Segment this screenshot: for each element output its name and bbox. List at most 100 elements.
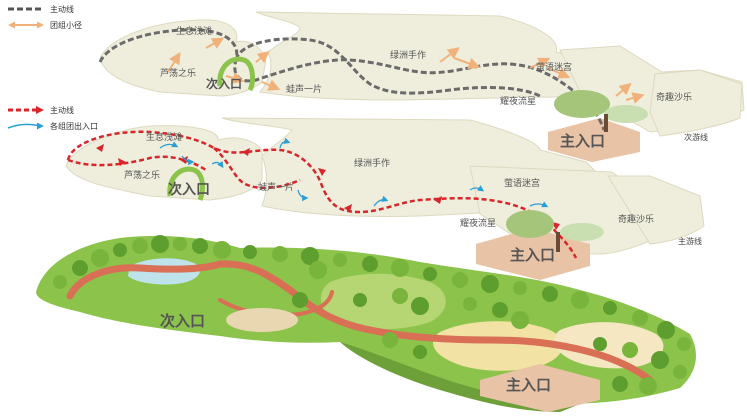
top-label-wetland: 生息浅滩 <box>176 25 212 37</box>
mid-red-arrowheads <box>96 144 560 230</box>
mid-label-frog: 蛙声一片 <box>258 181 294 193</box>
mid-label-maze: 萤语迷宫 <box>504 177 540 189</box>
orange-arrow-swatch <box>8 21 44 29</box>
top-plate-main <box>255 11 603 101</box>
tree-icon <box>452 272 468 288</box>
legend-mid: 主动线 各组团出入口 <box>6 103 98 133</box>
blue-arrow-swatch <box>7 122 44 130</box>
legend-top-path: 团组小径 <box>6 18 82 32</box>
tree-icon <box>612 376 628 392</box>
tree-icon <box>272 246 288 262</box>
tree-icon <box>382 332 398 348</box>
legend-mid-main: 主动线 <box>6 103 98 117</box>
mid-label-wetland: 生息浅滩 <box>146 131 182 143</box>
tree-icon <box>301 247 319 265</box>
mid-main-gate-pad <box>476 228 590 280</box>
tree-icon <box>192 238 208 254</box>
bottom-gate-secondary: 次入口 <box>160 312 205 330</box>
tree-icon <box>391 259 409 277</box>
tree-icon <box>213 241 231 259</box>
layer-middle: 生息浅滩 芦荡之乐 蛙声一片 绿洲手作 萤语迷宫 耀夜流星 奇趣沙乐 次入口 主… <box>65 117 705 280</box>
tree-icon <box>392 288 408 304</box>
tree-icon <box>603 301 617 315</box>
tree-icon <box>113 243 127 257</box>
tree-icon <box>53 275 67 289</box>
tree-icon <box>132 238 148 254</box>
top-main-gate-pad <box>548 118 640 162</box>
bottom-lawn-center <box>320 273 446 330</box>
mid-label-stars: 耀夜流星 <box>460 217 496 229</box>
tree-icon <box>673 365 687 379</box>
bottom-gate-main: 主入口 <box>506 376 551 394</box>
label-main-route: 主游线 <box>678 236 702 246</box>
tree-icon <box>622 342 638 358</box>
layer-bottom: 次入口 主入口 <box>36 235 696 412</box>
bottom-sand-area <box>554 322 664 369</box>
legend-mid-access: 各组团出入口 <box>6 119 98 133</box>
tree-icon <box>571 291 589 309</box>
mid-blue-arrows <box>159 137 549 208</box>
tree-icon <box>677 337 691 351</box>
bottom-path-loop <box>66 260 654 384</box>
legend-top-main: 主动线 <box>6 2 82 16</box>
mid-gate-secondary: 次入口 <box>168 181 210 198</box>
tree-icon <box>593 337 607 351</box>
mid-plate-far-right <box>607 175 705 245</box>
top-label-oasis: 绿洲手作 <box>390 49 426 61</box>
tree-icon <box>353 293 367 307</box>
tree-icon <box>513 281 527 295</box>
legend-top-path-label: 团组小径 <box>50 20 82 30</box>
tree-icon <box>411 297 429 315</box>
top-main-gate-tree <box>554 90 648 132</box>
legend-top: 主动线 团组小径 <box>6 2 82 32</box>
top-plate-left <box>99 19 267 97</box>
tree-icon <box>657 321 675 339</box>
mid-main-gate-tree <box>506 210 604 252</box>
bottom-path-inner <box>218 290 334 318</box>
label-secondary-route: 次游线 <box>684 132 708 142</box>
tree-icon <box>151 235 169 253</box>
top-plate-far-right <box>649 69 743 137</box>
tree-icon <box>651 351 669 369</box>
mid-gate-main: 主入口 <box>510 246 555 264</box>
tree-icon <box>333 253 347 267</box>
bottom-secondary-plaza <box>226 308 298 332</box>
tree-icon <box>542 286 558 302</box>
top-label-frog: 蛙声一片 <box>286 83 322 95</box>
legend-mid-access-label: 各组团出入口 <box>50 121 98 131</box>
tree-icon <box>362 256 378 272</box>
tree-icon <box>639 377 657 395</box>
top-secondary-gate-arch <box>217 56 255 92</box>
mid-label-sand: 奇趣沙乐 <box>618 213 654 225</box>
mid-secondary-gate-arch <box>167 166 205 201</box>
mid-plate-left <box>65 125 263 201</box>
bottom-main-gate-pad <box>480 364 600 412</box>
top-gate-secondary: 次入口 <box>206 76 242 91</box>
tree-icon <box>243 245 257 259</box>
legend-mid-main-label: 主动线 <box>50 105 74 115</box>
tree-icon <box>309 261 327 279</box>
top-orange-arrows <box>167 37 645 104</box>
layer-top: 生息浅滩 芦荡之乐 蛙声一片 绿洲手作 萤语迷宫 耀夜流星 奇趣沙乐 次入口 主… <box>98 11 745 162</box>
grey-dash-swatch <box>8 7 44 11</box>
red-dash-swatch <box>8 106 44 114</box>
top-label-stars: 耀夜流星 <box>500 95 536 107</box>
legend-top-main-label: 主动线 <box>50 4 74 14</box>
mid-label-oasis: 绿洲手作 <box>354 157 390 169</box>
bottom-plaza-right <box>433 321 563 371</box>
top-grey-route <box>98 28 606 131</box>
tree-icon <box>91 249 109 267</box>
tree-icon <box>72 260 88 276</box>
tree-icon <box>423 267 437 281</box>
tree-icon <box>632 310 648 326</box>
mid-label-reed: 芦荡之乐 <box>124 169 160 181</box>
top-label-reed: 芦荡之乐 <box>160 67 196 79</box>
top-label-sand: 奇趣沙乐 <box>656 91 692 103</box>
tree-icon <box>173 237 187 251</box>
tree-icon <box>463 297 477 311</box>
top-gate-main: 主入口 <box>560 132 605 150</box>
tree-icon <box>292 292 308 308</box>
top-label-maze: 萤语迷宫 <box>536 61 572 73</box>
